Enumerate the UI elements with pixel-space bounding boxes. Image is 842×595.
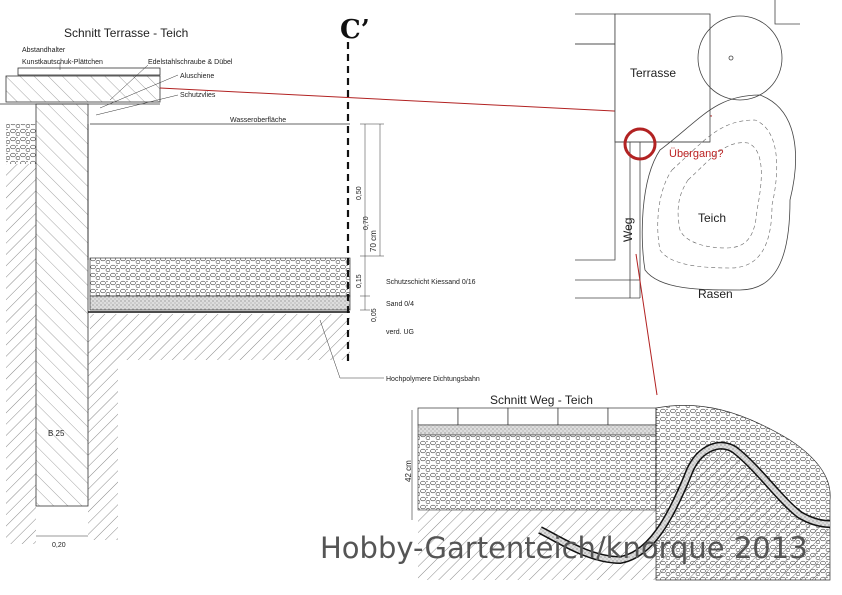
path-sand-bed: [417, 424, 657, 436]
dim-005: 0,05: [371, 308, 378, 322]
left-gravel-fill: [6, 124, 36, 164]
water-label: Wasseroberfläche: [230, 117, 286, 124]
gravel-layer: [89, 257, 351, 297]
plan-lawn-label: Rasen: [698, 287, 733, 301]
lower-soil: [88, 340, 118, 540]
left-section-title: Schnitt Terrasse - Teich: [64, 26, 188, 40]
bank-soil: [656, 447, 830, 580]
concrete-label: B 25: [48, 429, 65, 438]
subsoil-layer: [90, 314, 350, 340]
label-spacer: Abstandhalter: [22, 47, 66, 54]
sand-layer: [89, 295, 351, 311]
round-feature: [697, 15, 783, 101]
left-section: Schnitt Terrasse - Teich Abstandhalter K…: [0, 15, 480, 549]
plan-view: Terrasse Übergang? Teich Weg Rasen: [575, 0, 800, 301]
label-pads: Kunstkautschuk-Plättchen: [22, 59, 103, 66]
watermark: Hobby-Gartenteich/knorque 2013: [320, 531, 808, 565]
right-section-title: Schnitt Weg - Teich: [490, 393, 593, 407]
pond-contours: [641, 94, 796, 291]
pond-liner-core: [538, 443, 831, 563]
gravel-label: Schutzschicht Kiessand 0/16: [386, 279, 476, 286]
decking: [0, 67, 161, 105]
dim-015: 0,15: [356, 274, 363, 288]
dim-070: 0,70: [363, 216, 370, 230]
path-gravel-base: [417, 434, 657, 511]
label-fleece: Schutzvlies: [180, 92, 216, 99]
dim-050: 0,50: [356, 186, 363, 200]
label-rail: Aluschiene: [180, 73, 214, 80]
lower-soil-strip: [118, 340, 350, 360]
terrace-outline: [614, 13, 711, 143]
plan-path-label: Weg: [621, 218, 635, 242]
dim-70cm: 70 cm: [369, 230, 378, 252]
plan-terrace-label: Terrasse: [630, 66, 676, 80]
wall-width-label: 0,20: [52, 542, 66, 549]
right-section: Schnitt Weg - Teich 42 cm: [404, 393, 831, 581]
sand-label: Sand 0/4: [386, 301, 414, 308]
membrane-leader: [319, 319, 384, 379]
membrane-label: Hochpolymere Dichtungsbahn: [386, 376, 480, 383]
depth-label: 42 cm: [404, 460, 413, 482]
subsoil-label: verd. UG: [386, 329, 414, 336]
plan-wall-1: [575, 13, 616, 45]
label-screw: Edelstahlschraube & Dübel: [148, 59, 233, 66]
plan-pond-label: Teich: [698, 211, 726, 225]
section-marker: C’: [340, 15, 370, 45]
left-soil: [6, 164, 36, 544]
label-leaders: [59, 62, 179, 116]
transition-highlight: [623, 127, 657, 161]
paving-stones: [417, 407, 657, 426]
concrete-wall: [35, 103, 89, 507]
dimension-lines: [360, 123, 384, 311]
red-connector-bottom: [635, 253, 658, 396]
plan-transition-label: Übergang?: [669, 148, 723, 160]
